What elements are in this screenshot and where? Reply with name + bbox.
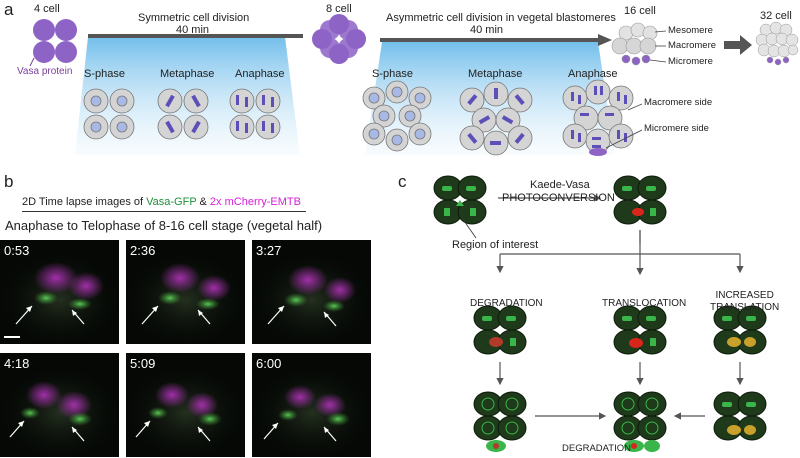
embryo-32cell (755, 21, 799, 66)
roi-label: Region of interest (452, 239, 539, 251)
timelapse-title-prefix: 2D Time lapse images of (22, 196, 147, 208)
symmetric-division-title: Symmetric cell division (138, 12, 250, 24)
asymmetric-timeline-bar (380, 38, 598, 42)
panel-a-figure (29, 14, 799, 156)
symmetric-division-time: 40 min (176, 24, 210, 36)
frame-5-timestamp: 5:09 (130, 356, 156, 371)
micromere-label: Micromere (668, 56, 713, 67)
outcome-increased-translation: INCREASED TRANSLATION (710, 290, 780, 313)
outcome-degradation: DEGRADATION (470, 298, 543, 309)
stage-16cell-label: 16 cell (624, 5, 656, 17)
mcherry-label: 2x mCherry-EMTB (209, 196, 301, 208)
frame-3-timestamp: 3:27 (256, 243, 282, 258)
timelapse-frame-5: 5:09 (126, 353, 245, 457)
symmetric-timeline-bar (88, 34, 303, 38)
asymmetric-division-time: 40 min (470, 24, 504, 36)
timelapse-frame-1: 0:53 (0, 240, 119, 344)
mesomere-label: Mesomere (668, 25, 713, 36)
asym-phase-metaphase: Metaphase (468, 68, 523, 80)
embryo-translocation-final (613, 391, 667, 452)
embryo-degradation-final (473, 391, 527, 452)
stage-32cell-label: 32 cell (760, 10, 792, 22)
frame-4-timestamp: 4:18 (4, 356, 30, 371)
timelapse-subtitle: Anaphase to Telophase of 8-16 cell stage… (5, 218, 323, 233)
embryo-increased-translation (713, 305, 767, 355)
macromere-side-label: Macromere side (644, 97, 713, 108)
kaede-vasa-label: Kaede-Vasa (530, 179, 590, 191)
stage-arrow (724, 35, 752, 55)
stage-8cell-label: 8 cell (326, 3, 352, 15)
vasa-pointer (29, 57, 35, 67)
panel-label-b: b (4, 172, 14, 191)
frame-6-timestamp: 6:00 (256, 356, 282, 371)
asym-phase-anaphase: Anaphase (568, 68, 618, 80)
panel-c-figure (433, 175, 767, 452)
embryo-translation-final (713, 391, 767, 441)
sym-s-phase-cells (83, 88, 135, 140)
frame-1-image (0, 252, 119, 344)
timelapse-title: 2D Time lapse images of Vasa-GFP & 2x mC… (22, 196, 301, 208)
embryo-initial (433, 175, 487, 225)
embryo-translocation (613, 305, 667, 355)
sym-phase-anaphase: Anaphase (235, 68, 285, 80)
embryo-degradation (473, 305, 527, 355)
title-ampersand: & (196, 196, 210, 208)
title-underline (22, 211, 306, 212)
timelapse-frame-2: 2:36 (126, 240, 245, 344)
bottom-degradation-label: DEGRADATION (562, 443, 631, 454)
timelapse-frame-4: 4:18 (0, 353, 119, 457)
vasa-gfp-label: Vasa-GFP (146, 196, 197, 208)
timelapse-frame-3: 3:27 (252, 240, 371, 344)
asymmetric-division-title: Asymmetric cell division in vegetal blas… (386, 12, 616, 24)
embryo-photoconverted (613, 175, 667, 225)
outcome-translocation: TRANSLOCATION (602, 298, 687, 309)
micromere-side-label: Micromere side (644, 123, 709, 134)
sym-phase-s: S-phase (84, 68, 125, 80)
frame-1-timestamp: 0:53 (4, 243, 30, 258)
asym-phase-s: S-phase (372, 68, 413, 80)
asym-metaphase-cells (459, 81, 533, 156)
embryo-4cell (33, 19, 77, 63)
panel-label-c: c (398, 172, 407, 191)
embryo-8cell (312, 14, 366, 64)
macromere-label: Macromere (668, 40, 717, 51)
timeline-arrowhead (598, 34, 612, 46)
panel-label-a: a (4, 0, 14, 19)
roi-pointer (459, 214, 477, 239)
embryo-16cell (611, 22, 658, 66)
timelapse-frame-6: 6:00 (252, 353, 371, 457)
vasa-protein-label: Vasa protein (17, 66, 73, 77)
photoconversion-label: PHOTOCONVERSION (502, 192, 615, 204)
asym-s-phase-cells (362, 80, 432, 152)
sym-phase-metaphase: Metaphase (160, 68, 215, 80)
frame-2-timestamp: 2:36 (130, 243, 156, 258)
stage-4cell-label: 4 cell (34, 3, 60, 15)
asym-anaphase-cells (562, 79, 634, 154)
